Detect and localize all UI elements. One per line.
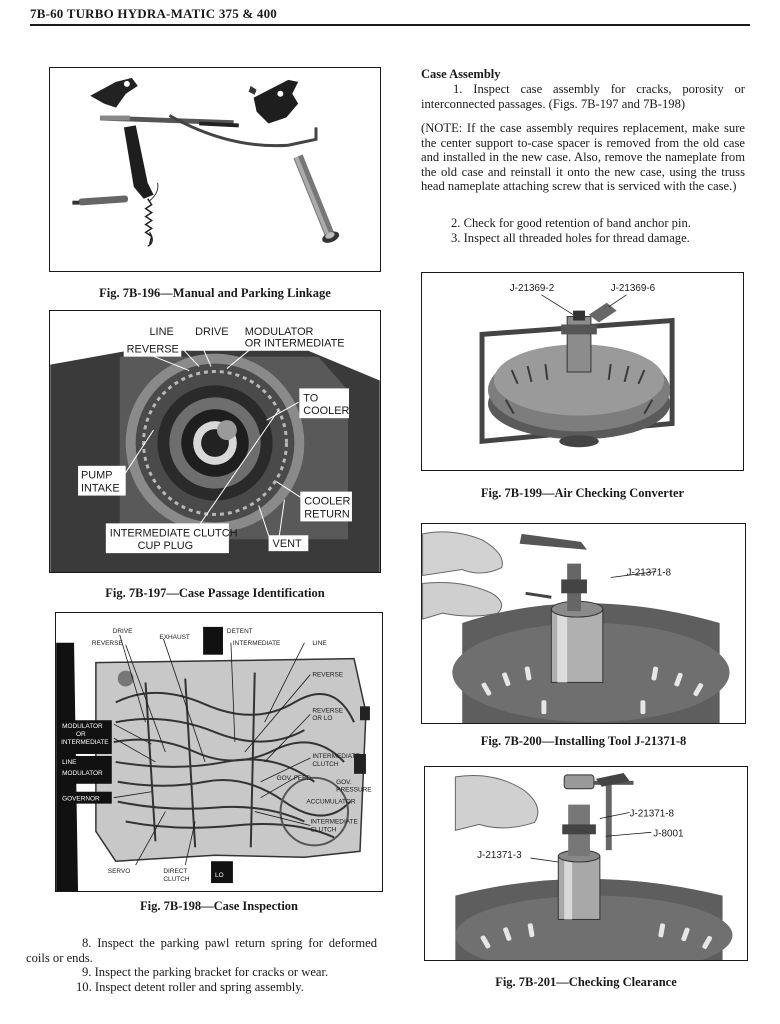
label-gov-feed: GOV. FEED bbox=[277, 775, 312, 782]
label-lo: LO bbox=[215, 872, 224, 879]
label-governor: GOVERNOR bbox=[62, 796, 100, 803]
figure-caption: Fig. 7B-200—Installing Tool J-21371-8 bbox=[480, 734, 687, 748]
label-servo: SERVO bbox=[108, 868, 130, 875]
label-intermediate-clutch-2: INTERMEDIATE bbox=[310, 818, 358, 825]
checking-clearance-photo: J-21371-8 J-8001 J-21371-3 bbox=[425, 767, 747, 960]
label-tool-j21371-8: J-21371-8 bbox=[630, 808, 675, 819]
case-note: (NOTE: If the case assembly requires rep… bbox=[421, 121, 745, 194]
label-or-intermediate: OR INTERMEDIATE bbox=[245, 338, 345, 350]
case-step-3: 3. Inspect all threaded holes for thread… bbox=[451, 231, 690, 245]
label-to: TO bbox=[303, 392, 318, 404]
label-reverse: REVERSE bbox=[127, 344, 179, 356]
label-cooler-return: COOLER bbox=[304, 496, 350, 508]
figure-case-inspection: DRIVE REVERSE EXHAUST DETENT INTERMEDIAT… bbox=[55, 612, 383, 892]
label-line: LINE bbox=[150, 326, 174, 338]
label-tool-j21369-2: J-21369-2 bbox=[510, 283, 554, 294]
installing-tool-photo: J-21371-8 bbox=[422, 524, 745, 723]
header-rule bbox=[30, 24, 750, 26]
label-or-lo: OR LO bbox=[312, 715, 332, 722]
label-line-left: LINE bbox=[62, 759, 77, 766]
label-tool-j8001: J-8001 bbox=[653, 828, 684, 839]
inspection-step-8: 8. Inspect the parking pawl return sprin… bbox=[26, 936, 377, 965]
label-reverse: REVERSE bbox=[92, 640, 123, 647]
label-or: OR bbox=[76, 731, 86, 738]
label-clutch-2: CLUTCH bbox=[310, 826, 336, 833]
label-vent: VENT bbox=[273, 538, 302, 550]
label-tool-j21369-6: J-21369-6 bbox=[611, 283, 656, 294]
label-clutch: CLUTCH bbox=[312, 761, 338, 768]
label-drive: DRIVE bbox=[113, 628, 133, 635]
label-direct: DIRECT bbox=[163, 868, 187, 875]
label-modulator-left: MODULATOR bbox=[62, 770, 103, 777]
page-header: 7B-60 TURBO HYDRA-MATIC 375 & 400 bbox=[30, 6, 277, 21]
figure-case-passage-identification: LINE DRIVE MODULATOR OR INTERMEDIATE REV… bbox=[49, 310, 381, 573]
figure-caption: Fig. 7B-197—Case Passage Identification bbox=[105, 586, 325, 600]
case-step-1: 1. Inspect case assembly for cracks, por… bbox=[421, 82, 745, 111]
label-reverse-right: REVERSE bbox=[312, 672, 343, 679]
section-heading-case-assembly: Case Assembly bbox=[421, 67, 501, 81]
figure-manual-parking-linkage bbox=[49, 67, 381, 272]
inspection-step-9: 9. Inspect the parking bracket for crack… bbox=[82, 965, 329, 979]
figure-air-checking-converter: J-21369-2 J-21369-6 bbox=[421, 272, 744, 471]
manual-linkage-illustration bbox=[72, 77, 340, 247]
figure-caption: Fig. 7B-201—Checking Clearance bbox=[495, 975, 677, 989]
label-cup-plug: CUP PLUG bbox=[138, 540, 194, 552]
label-modulator-or: MODULATOR bbox=[62, 723, 103, 730]
label-intake: INTAKE bbox=[81, 483, 120, 495]
label-direct-clutch: CLUTCH bbox=[163, 876, 189, 883]
label-tool-j21371-8: J-21371-8 bbox=[627, 567, 672, 578]
label-gov: GOV. bbox=[336, 779, 352, 786]
label-pump: PUMP bbox=[81, 470, 113, 482]
label-cooler: COOLER bbox=[303, 405, 349, 417]
label-reverse-or-lo: REVERSE bbox=[312, 707, 343, 714]
label-detent: DETENT bbox=[227, 628, 253, 635]
figure-checking-clearance: J-21371-8 J-8001 J-21371-3 bbox=[424, 766, 748, 961]
label-line: LINE bbox=[312, 640, 327, 647]
figure-caption: Fig. 7B-198—Case Inspection bbox=[140, 899, 298, 913]
converter-photo: J-21369-2 J-21369-6 bbox=[422, 273, 743, 470]
case-step-2: 2. Check for good retention of band anch… bbox=[451, 216, 691, 230]
case-passage-photo: LINE DRIVE MODULATOR OR INTERMEDIATE REV… bbox=[50, 311, 380, 572]
label-tool-j21371-3: J-21371-3 bbox=[477, 850, 522, 861]
label-exhaust: EXHAUST bbox=[159, 634, 189, 641]
figure-installing-tool: J-21371-8 bbox=[421, 523, 746, 724]
label-modulator: MODULATOR bbox=[245, 326, 314, 338]
label-drive: DRIVE bbox=[195, 326, 228, 338]
case-inspection-photo: DRIVE REVERSE EXHAUST DETENT INTERMEDIAT… bbox=[56, 613, 382, 891]
figure-caption: Fig. 7B-199—Air Checking Converter bbox=[480, 486, 685, 500]
label-accumulator: ACCUMULATOR bbox=[306, 799, 355, 806]
label-pressure: PRESSURE bbox=[336, 787, 372, 794]
label-intermediate-clutch: INTERMEDIATE bbox=[312, 753, 360, 760]
inspection-step-10: 10. Inspect detent roller and spring ass… bbox=[76, 980, 304, 994]
label-return: RETURN bbox=[304, 508, 349, 520]
label-intermediate: INTERMEDIATE bbox=[233, 640, 281, 647]
label-intermediate-clutch: INTERMEDIATE CLUTCH bbox=[110, 527, 238, 539]
figure-caption: Fig. 7B-196—Manual and Parking Linkage bbox=[99, 286, 331, 300]
label-intermediate-left: INTERMEDIATE bbox=[61, 739, 109, 746]
